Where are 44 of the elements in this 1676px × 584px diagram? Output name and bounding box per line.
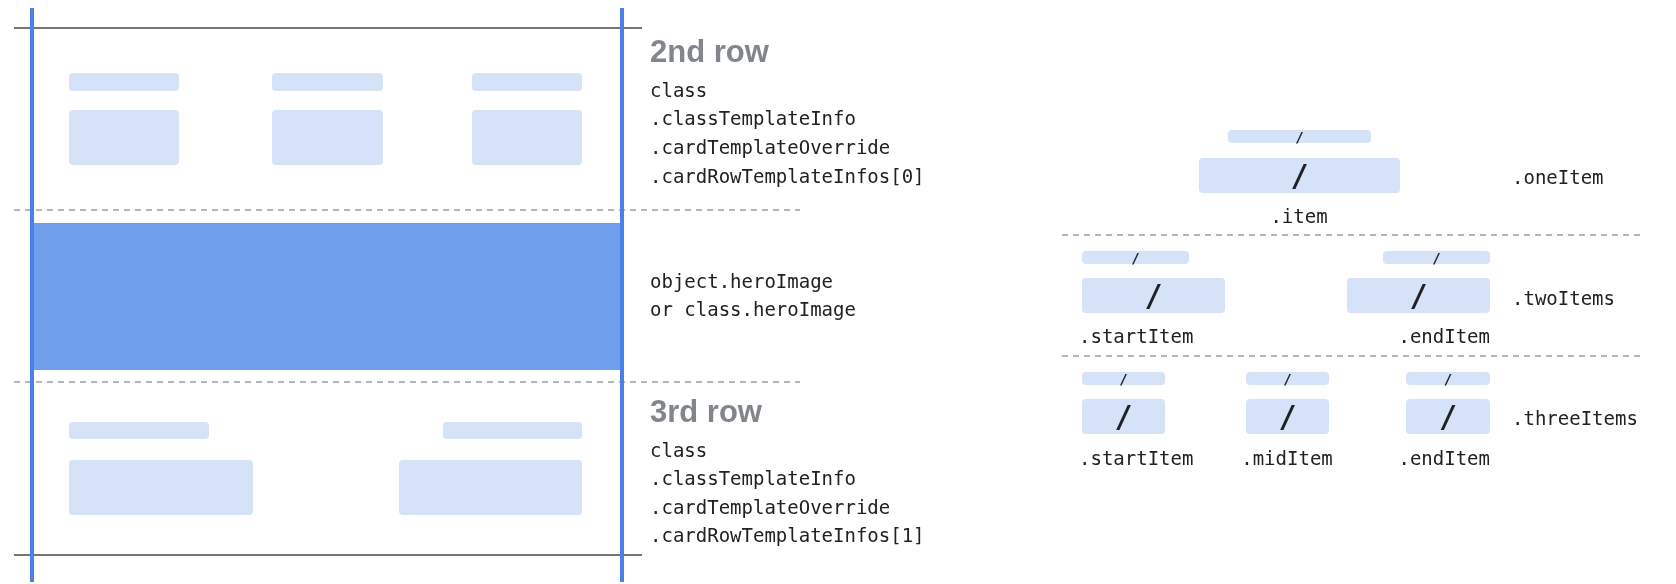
field-path: .classTemplateInfo bbox=[650, 107, 856, 129]
slot-box: / bbox=[1082, 251, 1189, 264]
slot-name: .endItem bbox=[1398, 325, 1490, 347]
row-heading: 3rd row bbox=[650, 395, 762, 429]
slot-box: / bbox=[1082, 399, 1165, 434]
slot-box: / bbox=[1383, 251, 1490, 264]
slot-box: / bbox=[1228, 130, 1371, 143]
field-path: .cardTemplateOverride bbox=[650, 136, 891, 158]
placeholder-block bbox=[69, 110, 179, 165]
slot-box: / bbox=[1199, 158, 1400, 193]
slot-box: / bbox=[1082, 372, 1165, 385]
slot-name: .endItem bbox=[1398, 447, 1490, 469]
field-path: class bbox=[650, 79, 708, 101]
field-path: object.heroImage bbox=[650, 270, 834, 292]
placeholder-block bbox=[69, 460, 253, 515]
row-heading: 2nd row bbox=[650, 35, 769, 69]
placeholder-bar bbox=[69, 73, 179, 91]
field-path: or class.heroImage bbox=[650, 298, 856, 320]
field-path: .threeItems bbox=[1512, 407, 1638, 429]
placeholder-bar bbox=[272, 73, 383, 91]
placeholder-bar bbox=[69, 422, 209, 439]
field-path: .classTemplateInfo bbox=[650, 467, 856, 489]
slot-name: .startItem bbox=[1079, 447, 1194, 469]
hero-image-band bbox=[34, 223, 620, 370]
field-path: class bbox=[650, 439, 708, 461]
placeholder-block bbox=[399, 460, 582, 515]
field-path: .oneItem bbox=[1512, 166, 1604, 188]
slot-name: .midItem bbox=[1241, 447, 1333, 469]
slot-box: / bbox=[1246, 399, 1329, 434]
slot-box: / bbox=[1406, 399, 1490, 434]
field-path: .cardRowTemplateInfos[0] bbox=[650, 165, 925, 187]
field-path: .twoItems bbox=[1512, 287, 1615, 309]
slot-name: .item bbox=[1270, 205, 1328, 227]
slot-box: / bbox=[1347, 278, 1490, 313]
placeholder-block bbox=[272, 110, 383, 165]
field-path: .cardTemplateOverride bbox=[650, 496, 891, 518]
slot-box: / bbox=[1246, 372, 1329, 385]
slot-box: / bbox=[1406, 372, 1490, 385]
placeholder-block bbox=[472, 110, 582, 165]
placeholder-bar bbox=[443, 422, 582, 439]
slot-name: .startItem bbox=[1079, 325, 1194, 347]
slot-box: / bbox=[1082, 278, 1225, 313]
field-path: .cardRowTemplateInfos[1] bbox=[650, 524, 925, 546]
placeholder-bar bbox=[472, 73, 582, 91]
